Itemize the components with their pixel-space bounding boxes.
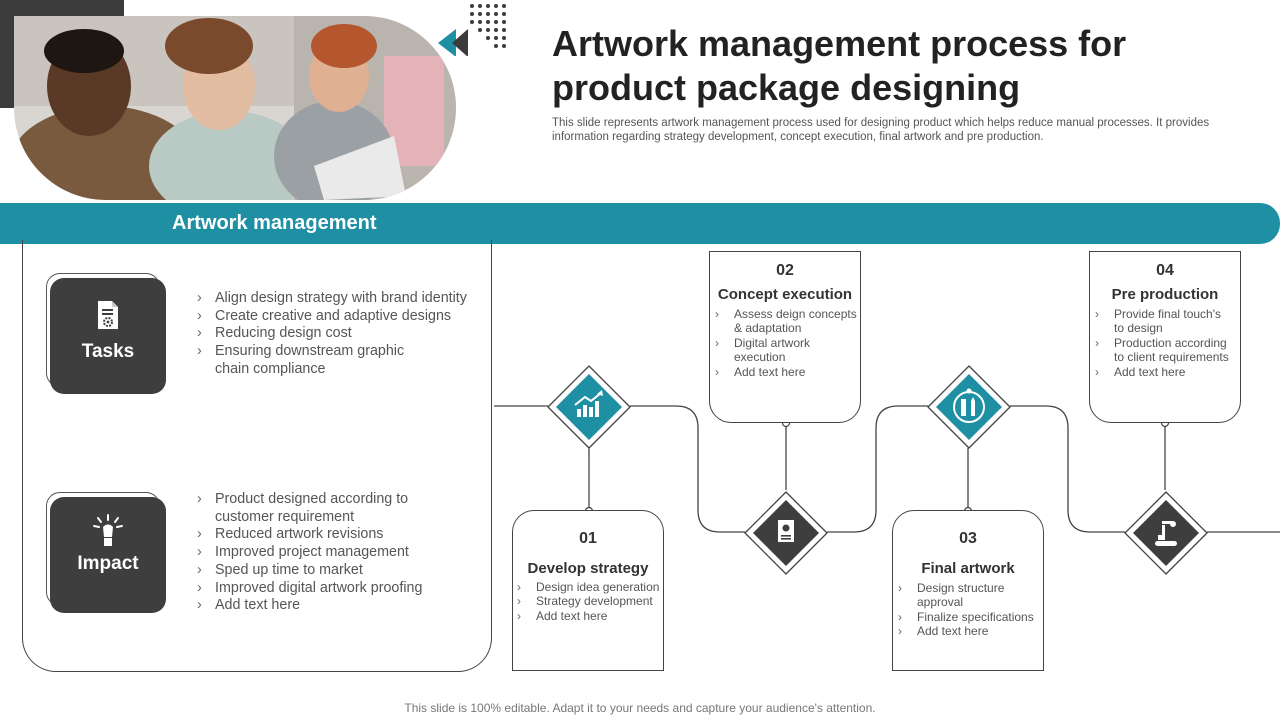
step-item: Add text here [715, 365, 859, 379]
step-item: Provide final touch's to design [1095, 307, 1224, 336]
step-title: Develop strategy [513, 560, 663, 577]
step-item: Finalize specifications [898, 610, 1044, 624]
step-list: Design idea generation Strategy developm… [517, 580, 665, 623]
step-03-box: 03 Final artwork Design structure approv… [892, 510, 1044, 671]
step-01-box: 01 Develop strategy Design idea generati… [512, 510, 664, 671]
step-item: Add text here [517, 609, 665, 623]
step-list: Provide final touch's to design Producti… [1095, 307, 1239, 379]
step-item: Add text here [898, 624, 1044, 638]
step-item: Design idea generation [517, 580, 665, 594]
step-04-diamond [1122, 489, 1210, 577]
step-title: Pre production [1090, 286, 1240, 303]
step-title: Concept execution [710, 286, 860, 303]
step-item: Design structure approval [898, 581, 1017, 610]
step-04-box: 04 Pre production Provide final touch's … [1089, 251, 1241, 423]
step-number: 02 [710, 262, 860, 280]
step-02-box: 02 Concept execution Assess deign concep… [709, 251, 861, 423]
step-list: Assess deign concepts & adaptation Digit… [715, 307, 859, 379]
step-number: 01 [513, 530, 663, 548]
step-02-diamond [742, 489, 830, 577]
step-list: Design structure approval Finalize speci… [898, 581, 1044, 639]
certificate-icon [778, 520, 794, 542]
step-item: Assess deign concepts & adaptation [715, 307, 859, 336]
step-item: Production according to client requireme… [1095, 336, 1239, 365]
step-number: 03 [893, 530, 1043, 548]
step-03-diamond [925, 363, 1013, 451]
footer-note: This slide is 100% editable. Adapt it to… [0, 701, 1280, 715]
step-item: Digital artwork execution [715, 336, 834, 365]
step-item: Add text here [1095, 365, 1239, 379]
step-number: 04 [1090, 262, 1240, 280]
step-01-diamond [545, 363, 633, 451]
step-title: Final artwork [893, 560, 1043, 577]
step-item: Strategy development [517, 594, 665, 608]
